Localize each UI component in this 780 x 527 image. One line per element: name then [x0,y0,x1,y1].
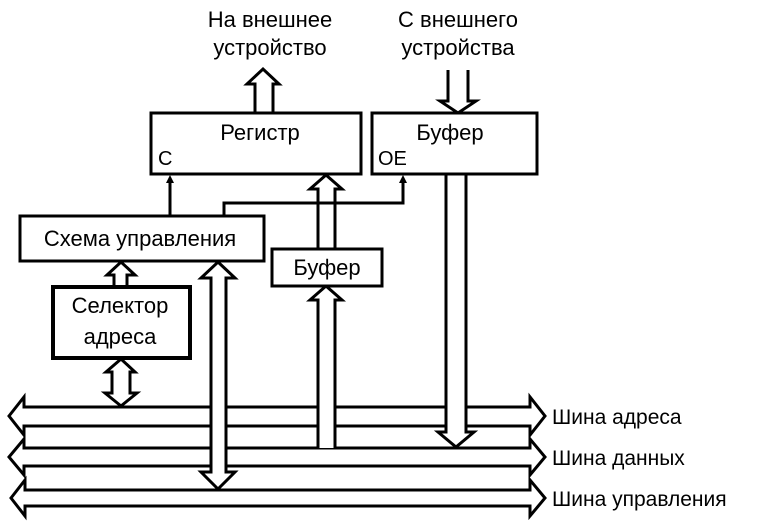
from-device-label-line1: С внешнего [398,7,518,32]
buffer-to-data-bus-arrow [433,172,479,449]
from-device-label-line2: устройства [401,35,515,60]
register-c-arrowhead [166,175,174,183]
buffer-top-oe-pin: OE [378,148,407,170]
selector-address-bus-arrow [100,356,142,408]
buffer-top-title: Буфер [416,120,483,145]
control-scheme-block [18,214,266,263]
buffer-mid-block [270,247,384,288]
selector-block [51,285,192,360]
address-bus-label: Шина адреса [552,406,682,429]
buffer-to-register-arrow [306,173,346,249]
register-c-pin: C [158,148,172,170]
register-title: Регистр [220,120,300,145]
register-block [149,111,363,176]
to-device-label-line1: На внешнее [208,7,333,32]
buffer-mid-title: Буфер [293,255,360,280]
address-bus-arrow [7,392,547,440]
control-to-buffer-oe-line [222,180,405,216]
data-bus-arrow [7,434,547,480]
control-bus-arrow [9,475,547,521]
control-bus-label: Шина управления [552,488,727,511]
selector-title-line2: адреса [84,324,158,349]
device-to-buffer-arrow [435,70,481,115]
to-device-label-line2: устройство [213,35,326,60]
register-to-device-arrow [243,66,283,113]
data-bus-label: Шина данных [552,447,685,470]
buffer-top-block [370,111,539,176]
control-scheme-title: Схема управления [44,226,236,251]
buffer-oe-arrowhead [399,175,407,183]
selector-title-line1: Селектор [72,293,169,318]
control-bus-link-arrow [197,259,239,492]
selector-to-control-arrow [103,259,139,287]
